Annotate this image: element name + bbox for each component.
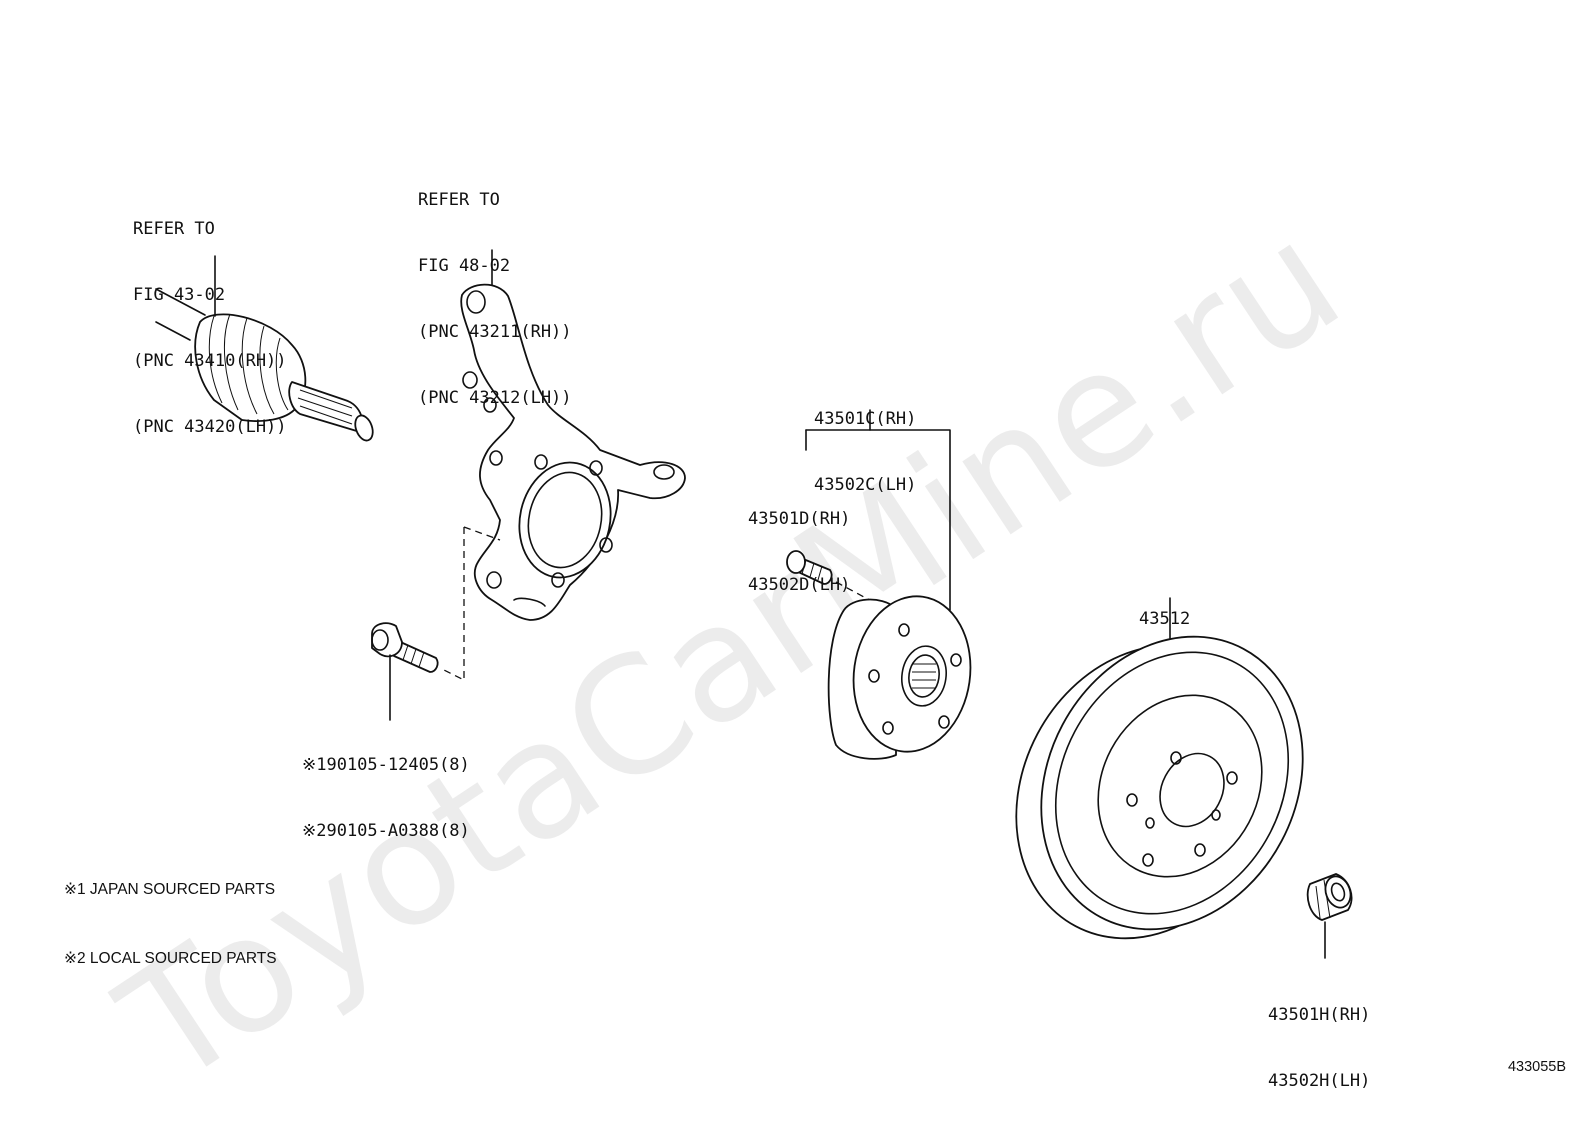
brake-disc-callout[interactable]: 43512 [1139,609,1191,629]
hub-assembly-callout[interactable]: 43501C(RH) 43502C(LH) [814,409,917,495]
hub-assembly-part[interactable] [805,409,980,760]
brake-disc-part[interactable] [966,591,1353,985]
flange-bolt-callout[interactable]: ※190105-12405(8) ※290105-A0388(8) [302,755,470,841]
knuckle-callout[interactable]: REFER TO FIG 48-02 (PNC 43211(RH)) (PNC … [418,190,572,408]
flange-bolt-part[interactable] [371,526,501,721]
hub-nut-callout[interactable]: 43501H(RH) 43502H(LH) [1268,1005,1371,1091]
drawing-id: 433055B [1507,1059,1566,1075]
drive-shaft-part[interactable] [155,255,376,443]
parts-diagram: ToyotaCarMine.ru [64,185,1566,1121]
diagram-drawing [155,249,1355,985]
hub-bolt-callout[interactable]: 43501D(RH) 43502D(LH) [748,509,851,595]
note-local: ※2 LOCAL SOURCED PARTS [64,950,277,967]
source-notes: ※1 JAPAN SOURCED PARTS ※2 LOCAL SOURCED … [64,832,277,1016]
steering-knuckle-part[interactable] [460,249,686,621]
drive-shaft-callout[interactable]: REFER TO FIG 43-02 (PNC 43410(RH)) (PNC … [133,219,287,437]
note-japan: ※1 JAPAN SOURCED PARTS [64,881,276,898]
hub-nut-part[interactable] [1306,873,1355,959]
